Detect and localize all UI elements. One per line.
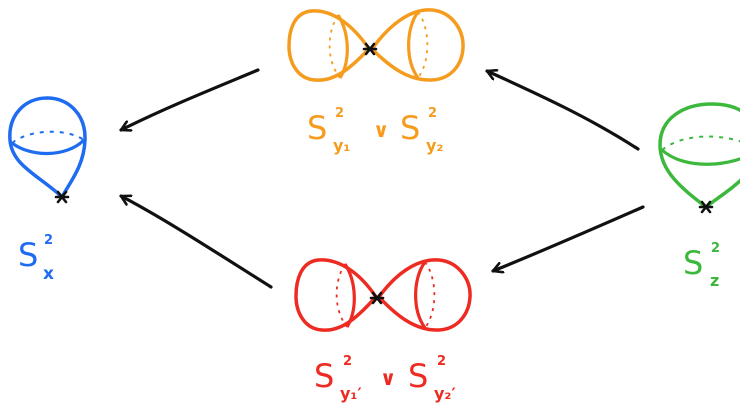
label-orange-right-base: S xyxy=(400,109,420,147)
label-orange-left-sub: y₁ xyxy=(333,136,350,155)
label-sz-base: S xyxy=(683,244,703,282)
label-red-left-sub: y₁′ xyxy=(340,384,362,403)
arrow-sz-to-red xyxy=(493,207,643,271)
label-sz-sub: z xyxy=(710,271,719,290)
label-red-left-sup: 2 xyxy=(343,354,352,369)
wedge-red xyxy=(296,260,470,330)
label-red-wedge: ∨ xyxy=(380,366,396,390)
label-sx: S 2 x xyxy=(18,233,54,284)
label-red: S 2 y₁′ ∨ S 2 y₂′ xyxy=(314,354,456,403)
label-orange-left-sup: 2 xyxy=(335,106,344,121)
label-orange-right-sub: y₂ xyxy=(426,136,443,155)
label-orange: S 2 y₁ ∨ S 2 y₂ xyxy=(307,106,443,155)
label-red-left-base: S xyxy=(314,357,334,395)
arrow-sz-to-orange xyxy=(487,71,638,149)
label-red-right-sub: y₂′ xyxy=(434,384,456,403)
label-sz: S 2 z xyxy=(683,241,720,290)
label-red-right-sup: 2 xyxy=(437,354,446,369)
label-sx-sub: x xyxy=(43,264,54,284)
asterisk-icon xyxy=(364,44,376,54)
arrow-orange-to-sx xyxy=(121,70,258,130)
arrow-red-to-sx xyxy=(121,196,271,287)
label-red-right-base: S xyxy=(408,357,428,395)
label-sx-base: S xyxy=(18,236,38,274)
label-sz-sup: 2 xyxy=(711,241,720,256)
sphere-sx xyxy=(10,98,85,197)
label-orange-right-sup: 2 xyxy=(428,106,437,121)
label-orange-wedge: ∨ xyxy=(373,118,389,142)
label-orange-left-base: S xyxy=(307,109,327,147)
asterisk-icon xyxy=(700,202,712,212)
asterisk-icon xyxy=(371,293,383,303)
label-sx-sup: 2 xyxy=(44,233,53,248)
wedge-orange xyxy=(289,10,463,80)
sphere-sz xyxy=(660,104,740,207)
